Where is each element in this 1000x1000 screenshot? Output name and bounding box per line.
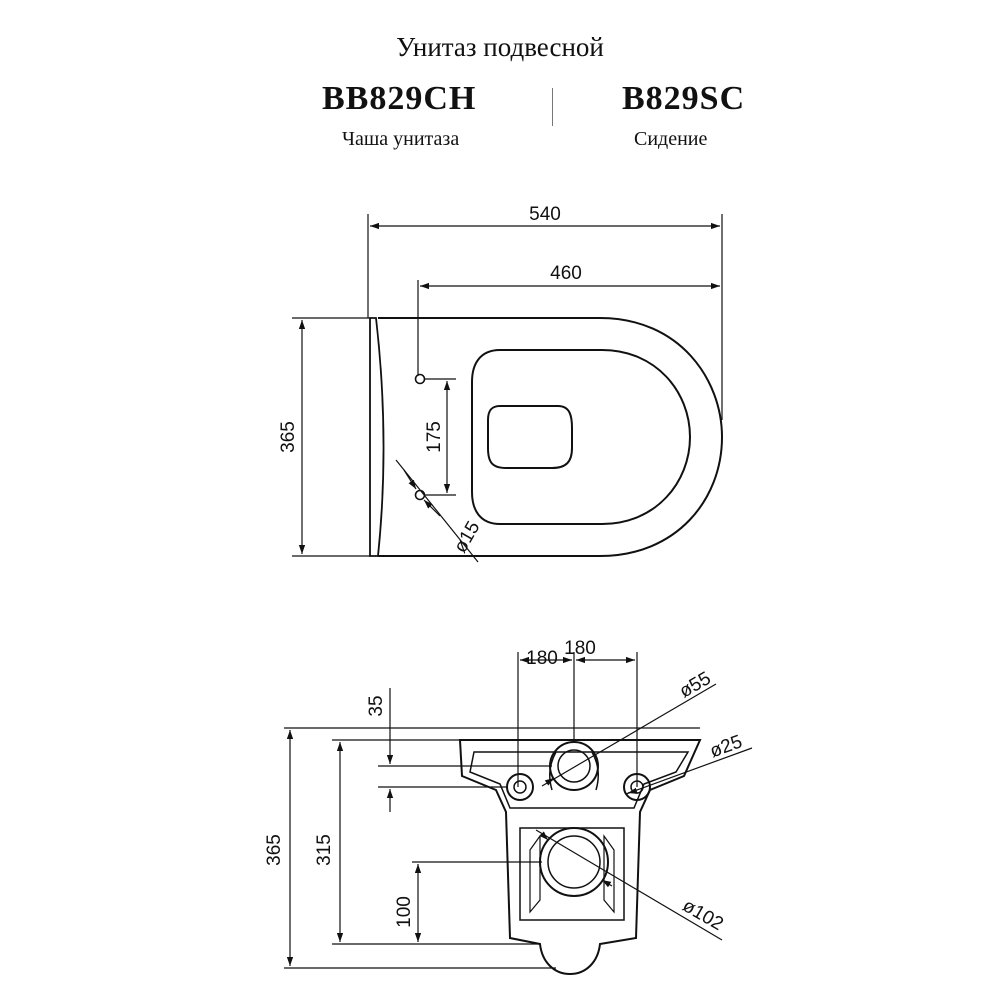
top-back-plate [369,317,385,557]
top-dimensions [292,214,723,563]
top-inner-rim [471,349,692,525]
rear-inlet-outer [549,741,599,791]
rear-view [458,739,702,976]
dim-inlet-diameter: ø55 [676,668,715,703]
top-water-well [487,405,573,469]
dim-hole-diameter: ø15 [450,518,485,557]
dim-inner-height: 315 [314,834,335,866]
rear-inner-cavity [519,827,625,921]
dim-bolt-diameter: ø25 [707,731,745,762]
top-outer-outline [378,317,724,557]
dim-width: 365 [278,421,299,453]
dim-half-span-right: 180 [564,638,596,659]
rear-bolt-left-inner [513,780,527,794]
rear-inlet-hook-left [549,751,557,791]
rear-inlet-inner [557,749,591,783]
rear-inlet-hook-right [591,751,599,791]
rear-drain-inner [547,835,601,889]
rear-outer-outline [458,739,702,976]
title: Унитаз подвесной [396,32,604,62]
dim-hole-spacing: 175 [424,421,445,453]
dim-drain-height: 100 [394,896,415,928]
seat-label: Сидение [634,128,708,150]
top-view [369,317,724,557]
dim-top-offset: 35 [366,695,387,716]
dim-half-span-left: 180 [526,648,558,669]
seat-model: B829SC [622,80,746,117]
rear-inner-right-rib [603,834,615,914]
model-separator [552,88,553,126]
dim-overall-length: 540 [529,204,561,225]
dim-rear-height: 365 [264,834,285,866]
top-seat-hole-2 [414,489,426,501]
rear-dimensions [284,652,753,969]
dim-bowl-length: 460 [550,263,582,284]
top-seat-hole-1 [414,373,426,385]
rear-rim-line [469,751,690,809]
rear-bolt-left-outer [506,773,534,801]
bowl-label: Чаша унитаза [342,128,460,150]
bowl-model: BB829CH [322,80,477,117]
rear-inner-left-rib [529,834,541,914]
